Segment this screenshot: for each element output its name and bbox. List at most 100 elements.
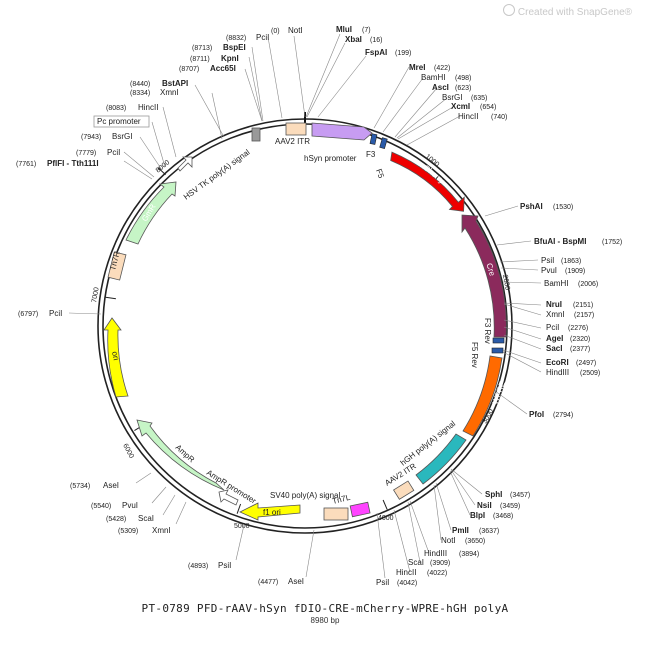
site-label: MluI: [336, 25, 352, 34]
leader-line: [382, 77, 424, 133]
site-position: (7943): [81, 134, 101, 141]
hsv-tk-polya-label: HSV TK poly(A) signal: [182, 148, 252, 202]
leader-line: [396, 97, 448, 139]
WPRE-box[interactable]: [462, 355, 503, 437]
leader-line: [503, 319, 542, 329]
f1-ori-arrow[interactable]: [239, 502, 301, 521]
snapgene-logo-icon: [502, 4, 515, 16]
site-position: (1863): [561, 258, 581, 265]
site-label: PsiI: [376, 578, 389, 587]
tick-mark: [157, 167, 166, 176]
hsv-tk-polya-arrow[interactable]: [177, 156, 193, 172]
tick-mark: [105, 296, 116, 300]
site-label: XmnI: [546, 310, 565, 319]
leader-lines: [68, 33, 542, 579]
site-position: (498): [455, 75, 471, 82]
site-label: Pc promoter: [97, 117, 141, 126]
site-position: (6797): [18, 311, 38, 318]
site-label: ScaI: [138, 514, 154, 523]
magenta-feature-box[interactable]: [349, 501, 371, 518]
f5-rev-site[interactable]: [491, 347, 504, 354]
site-label: PciI: [256, 33, 269, 42]
site-position: (3909): [430, 560, 450, 567]
site-position: (1909): [565, 268, 585, 275]
plasmid-name: PT-0789 PFD-rAAV-hSyn fDIO-CRE-mCherry-W…: [141, 602, 509, 615]
site-position: (8832): [226, 35, 246, 42]
site-position: (2377): [570, 346, 590, 353]
gray-feature-box[interactable]: [251, 127, 261, 142]
site-label: SphI: [485, 490, 502, 499]
site-label: PciI: [107, 148, 120, 157]
GmR-arrow[interactable]: [125, 181, 177, 245]
backbone-outer: [97, 118, 513, 534]
site-position: (4022): [427, 570, 447, 577]
leader-line: [393, 509, 411, 573]
leader-line: [235, 524, 245, 561]
site-position: (654): [480, 104, 496, 111]
f3-site[interactable]: [369, 133, 378, 145]
leader-line: [123, 151, 155, 178]
site-position: (199): [395, 50, 411, 57]
hSyn-promoter-arrow[interactable]: [311, 122, 373, 141]
ampr-promoter-arrow[interactable]: [218, 489, 239, 506]
site-position: (7): [362, 27, 371, 34]
site-label: BfuAI - BspMI: [534, 237, 586, 246]
site-label: PvuI: [541, 266, 557, 275]
mCherry-arrow[interactable]: [390, 151, 465, 213]
site-label: PvuI: [122, 501, 138, 510]
tn7r-box[interactable]: [107, 251, 127, 281]
tn7l-box[interactable]: [323, 507, 349, 521]
site-position: (7779): [76, 150, 96, 157]
Cre-label: Cre: [484, 262, 497, 278]
leader-line: [406, 115, 461, 146]
site-position: (635): [471, 95, 487, 102]
AmpR-arrow[interactable]: [136, 419, 225, 491]
site-position: (8713): [192, 45, 212, 52]
leader-line: [433, 484, 442, 541]
site-label: PfoI: [529, 410, 544, 419]
sv40-polya-label: SV40 poly(A) signal: [270, 491, 340, 500]
leader-line: [484, 205, 519, 217]
site-position: (3459): [500, 503, 520, 510]
leader-line: [123, 160, 153, 180]
tick-label: 7000: [91, 287, 101, 304]
tick-label: 4000: [378, 515, 394, 522]
leader-line: [305, 33, 341, 118]
f3-rev-site[interactable]: [492, 337, 505, 344]
leader-line: [496, 240, 532, 246]
f1-ori-label: f1 ori: [263, 508, 281, 517]
site-label: BsrGI: [112, 132, 132, 141]
leader-line: [293, 35, 306, 118]
site-position: (623): [455, 85, 471, 92]
leader-line: [376, 512, 386, 579]
site-label: HincII: [458, 112, 478, 121]
site-label: HindIII: [546, 368, 569, 377]
site-label: BsrGI: [442, 93, 462, 102]
site-position: (8711): [190, 56, 210, 63]
aav2-itr-right-box[interactable]: [393, 480, 415, 500]
leader-line: [450, 468, 483, 495]
site-label: BspEI: [223, 43, 246, 52]
site-position: (4477): [258, 579, 278, 586]
site-position: (422): [434, 65, 450, 72]
leader-line: [503, 326, 542, 340]
site-label: BamHI: [544, 279, 568, 288]
Cre-arrow[interactable]: [461, 214, 507, 338]
leader-line: [162, 494, 176, 516]
leader-line: [500, 267, 539, 271]
site-label: AgeI: [546, 334, 563, 343]
site-label: NruI: [546, 300, 562, 309]
leader-line: [449, 470, 471, 516]
leader-line: [162, 106, 177, 158]
f5-site[interactable]: [379, 137, 388, 150]
site-position: (5734): [70, 483, 90, 490]
leader-line: [267, 36, 283, 119]
ori-arrow[interactable]: [103, 317, 129, 398]
aav2-itr-left-box[interactable]: [285, 122, 307, 136]
site-position: (4042): [397, 580, 417, 587]
site-position: (2509): [580, 370, 600, 377]
leader-line: [503, 303, 542, 316]
hGH-polyA-box[interactable]: [415, 433, 467, 485]
leader-line: [435, 482, 452, 531]
